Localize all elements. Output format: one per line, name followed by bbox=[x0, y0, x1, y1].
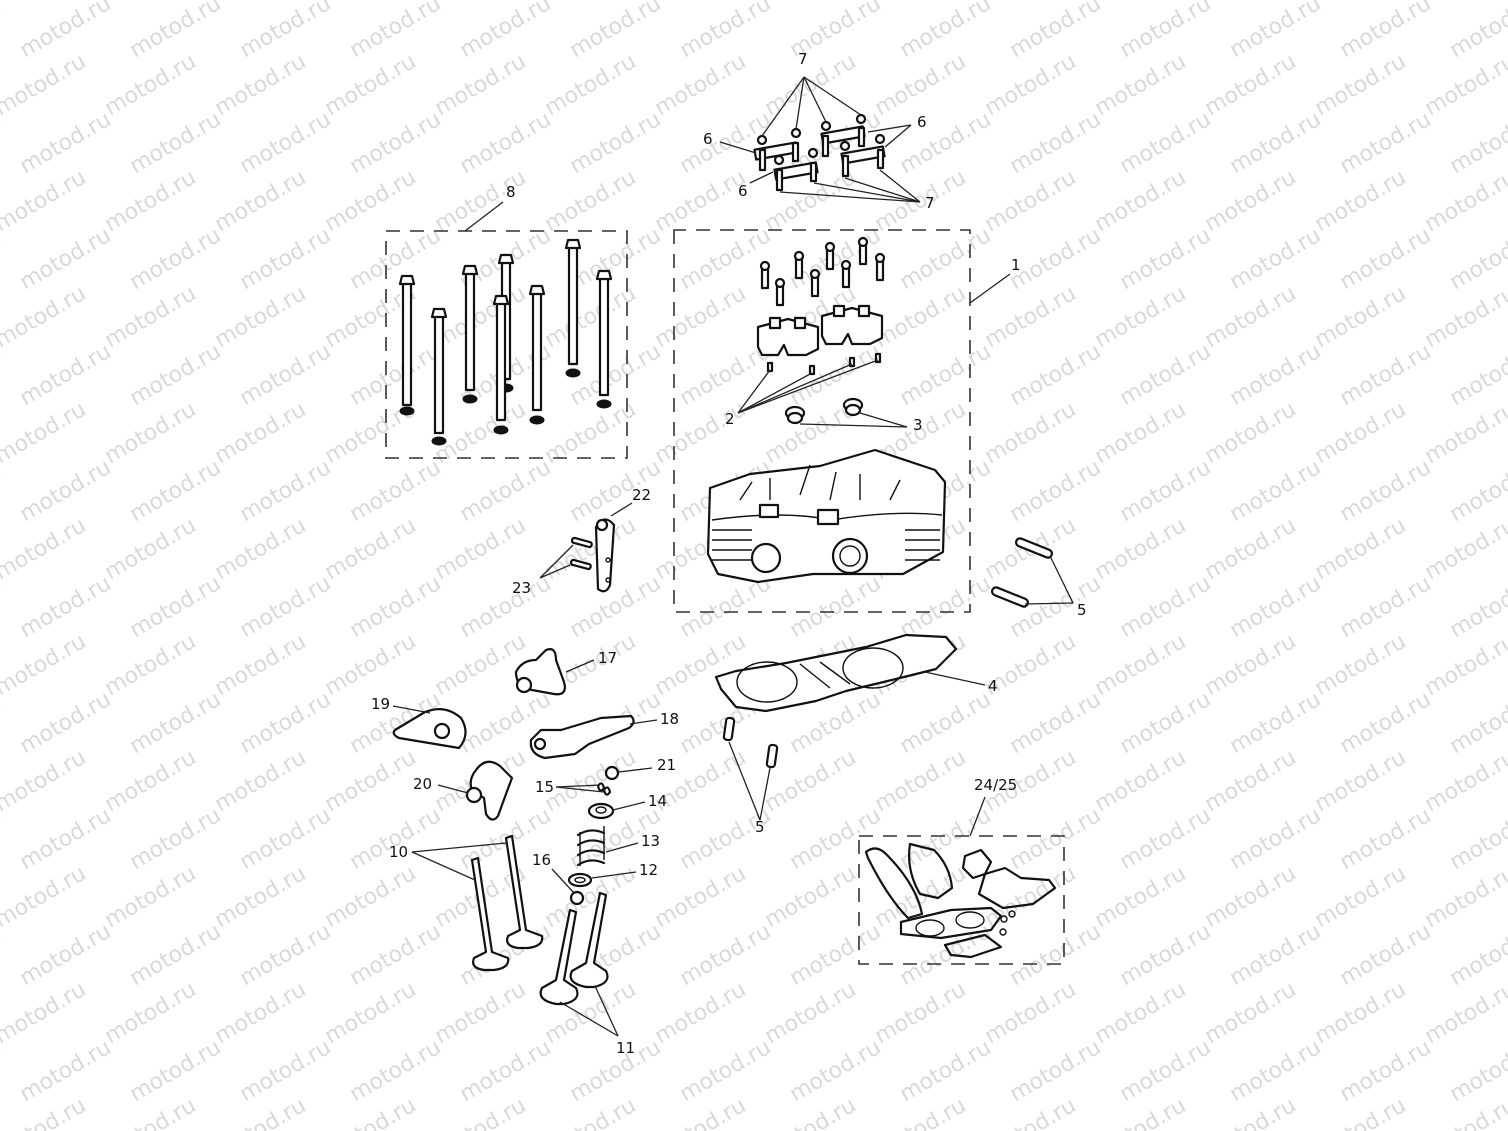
rocker-bridge[interactable] bbox=[753, 127, 802, 172]
head-bolts-group bbox=[385, 201, 628, 459]
plug-right[interactable] bbox=[842, 397, 864, 417]
callout-6-right: 6 bbox=[917, 113, 927, 131]
spring-retainer-14[interactable] bbox=[587, 801, 646, 820]
intake-valves-10[interactable] bbox=[411, 834, 544, 972]
head-gasket[interactable] bbox=[714, 633, 986, 713]
head-bolt[interactable] bbox=[564, 238, 582, 378]
rocker-arm-20[interactable] bbox=[437, 760, 514, 821]
shim-21[interactable] bbox=[604, 765, 653, 781]
callout-19: 19 bbox=[371, 695, 391, 713]
callout-15: 15 bbox=[535, 778, 555, 796]
callout-14: 14 bbox=[648, 792, 668, 810]
cylinder-head[interactable] bbox=[706, 448, 947, 584]
callout-13: 13 bbox=[641, 832, 661, 850]
collets-15[interactable] bbox=[555, 782, 612, 796]
callout-24-25: 24/25 bbox=[974, 776, 1018, 794]
tensioner-bolts[interactable] bbox=[539, 536, 593, 579]
gasket-kit[interactable] bbox=[864, 842, 1057, 959]
callout-6-left-lower: 6 bbox=[738, 182, 748, 200]
callout-22: 22 bbox=[632, 486, 652, 504]
callout-5-lower: 5 bbox=[755, 818, 765, 836]
callout-23: 23 bbox=[512, 579, 532, 597]
gasket-kit-group bbox=[858, 796, 1065, 965]
head-bolt[interactable] bbox=[398, 274, 416, 416]
callout-17: 17 bbox=[598, 649, 618, 667]
callout-8: 8 bbox=[506, 183, 516, 201]
rocker-arm-19[interactable] bbox=[392, 705, 467, 750]
rocker-bridge[interactable] bbox=[820, 113, 867, 158]
dowels-lower[interactable] bbox=[722, 716, 779, 821]
rocker-arm-17[interactable] bbox=[514, 648, 595, 696]
callout-20: 20 bbox=[413, 775, 433, 793]
spring-seat-12[interactable] bbox=[567, 871, 637, 888]
cam-cap-bolts[interactable] bbox=[759, 236, 886, 307]
cam-cap-left[interactable] bbox=[756, 316, 820, 357]
head-bolt[interactable] bbox=[595, 269, 613, 409]
rocker-bridge[interactable] bbox=[839, 133, 886, 178]
callout-6-left-upper: 6 bbox=[703, 130, 713, 148]
callout-11: 11 bbox=[616, 1039, 636, 1057]
callout-18: 18 bbox=[660, 710, 680, 728]
callout-3: 3 bbox=[913, 416, 923, 434]
exhaust-valves-11[interactable] bbox=[539, 891, 619, 1037]
cylinder-head-group bbox=[673, 229, 1011, 613]
valve-spring-13[interactable] bbox=[576, 826, 639, 867]
callout-2: 2 bbox=[725, 410, 735, 428]
dowels-upper-right[interactable] bbox=[990, 537, 1074, 608]
callout-5-right: 5 bbox=[1077, 601, 1087, 619]
callout-1: 1 bbox=[1011, 256, 1021, 274]
head-bolt[interactable] bbox=[430, 307, 448, 446]
rocker-bridge[interactable] bbox=[773, 147, 819, 192]
head-bolt[interactable] bbox=[461, 264, 479, 404]
valve-stem-seal-16[interactable] bbox=[551, 868, 585, 906]
callout-7-bottom: 7 bbox=[925, 194, 935, 212]
cam-cap-right[interactable] bbox=[820, 304, 884, 346]
callout-21: 21 bbox=[657, 756, 677, 774]
head-bolt[interactable] bbox=[528, 284, 546, 425]
callout-12: 12 bbox=[639, 861, 659, 879]
callout-4: 4 bbox=[988, 677, 998, 695]
callout-7-top: 7 bbox=[798, 50, 808, 68]
dowels[interactable] bbox=[766, 352, 882, 376]
callout-10: 10 bbox=[389, 843, 409, 861]
rocker-bridges-group bbox=[719, 76, 921, 203]
plug-left[interactable] bbox=[784, 405, 806, 425]
chain-tensioner-arm[interactable] bbox=[594, 502, 633, 593]
callout-16: 16 bbox=[532, 851, 552, 869]
rocker-arm-18[interactable] bbox=[529, 714, 658, 760]
head-bolt[interactable] bbox=[492, 294, 510, 435]
